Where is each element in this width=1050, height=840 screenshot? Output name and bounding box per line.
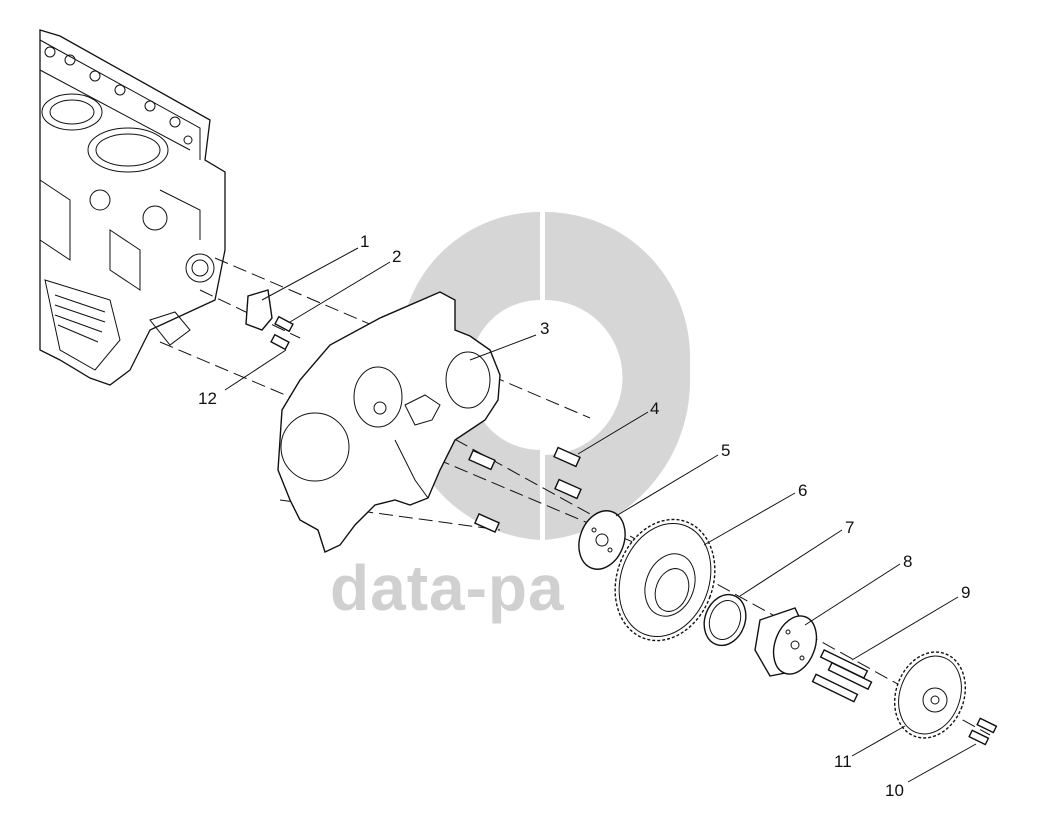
callout-1: 1 [360, 232, 369, 251]
part-5-washer [578, 510, 626, 570]
part-3-cover-plate [277, 291, 501, 553]
part-7-ring [703, 593, 747, 647]
leader-lines [224, 247, 977, 783]
part-9-long-bolts [811, 648, 873, 703]
callout-11: 11 [834, 752, 852, 771]
callout-8: 8 [903, 552, 912, 571]
part-11-small-gear [893, 651, 967, 739]
part-6-idler-gear [614, 518, 716, 642]
part-1-bracket [245, 289, 273, 331]
callout-6: 6 [798, 481, 807, 500]
callout-5: 5 [721, 441, 730, 460]
callout-4: 4 [650, 399, 659, 418]
part-12-bolt [270, 333, 290, 351]
callout-2: 2 [392, 247, 401, 266]
watermark-text: data-pa [330, 552, 565, 624]
callout-10: 10 [885, 781, 904, 800]
callout-labels: 1 2 3 4 5 6 7 8 9 10 11 12 [198, 232, 970, 800]
engine-block [39, 29, 226, 386]
callout-9: 9 [961, 583, 970, 602]
callout-12: 12 [198, 389, 217, 408]
part-4-bolts [468, 446, 582, 533]
part-2-bolt [274, 315, 294, 333]
callout-7: 7 [845, 518, 854, 537]
callout-3: 3 [540, 319, 549, 338]
part-10-bolts [968, 717, 998, 746]
part-8-hub [754, 607, 818, 677]
